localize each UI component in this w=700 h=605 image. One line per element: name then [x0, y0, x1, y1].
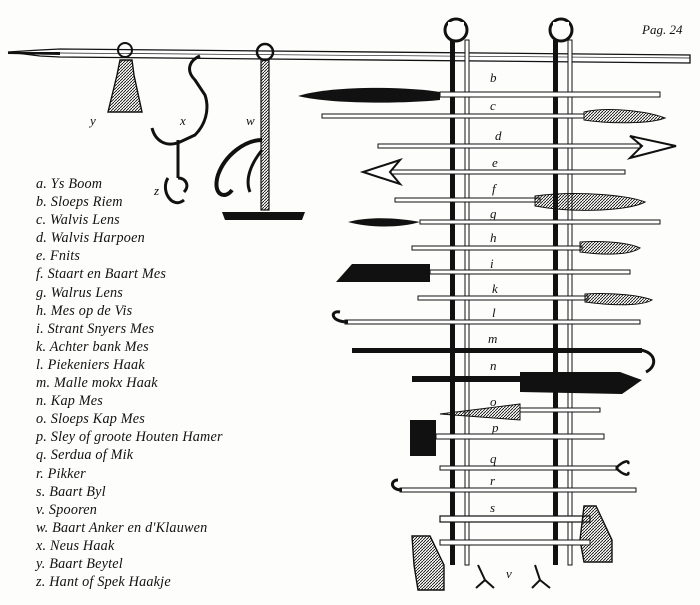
figure-letter-y: y	[90, 113, 96, 128]
figure-letter-p: p	[492, 420, 499, 435]
legend-item: b. Sloeps Riem	[36, 194, 123, 211]
legend-item: f. Staart en Baart Mes	[36, 266, 167, 283]
figure-letter-x: x	[180, 113, 186, 128]
figure-letter-o: o	[490, 394, 497, 409]
tool-wooden-mallet	[410, 420, 605, 456]
figure-letter-r: r	[490, 473, 496, 488]
tool-aft-bench-knife	[417, 292, 654, 306]
legend-item: r. Pikker	[36, 465, 86, 482]
page-number: Pag. 24	[642, 22, 683, 37]
legend-item: v. Spooren	[36, 501, 98, 518]
legend-item: w. Baart Anker en d'Klauwen	[36, 519, 208, 536]
figure-letter-c: c	[490, 98, 496, 113]
legend-item: s. Baart Byl	[36, 483, 106, 500]
legend-item: o. Sloeps Kap Mes	[36, 411, 146, 428]
legend-item: e. Fnits	[36, 248, 81, 265]
legend-item: c. Walvis Lens	[36, 212, 120, 229]
legend-item: n. Kap Mes	[36, 393, 104, 410]
legend-item: y. Baart Beytel	[36, 555, 123, 572]
tool-rack	[443, 17, 574, 566]
figure-letter-i: i	[490, 256, 494, 271]
legend-item: q. Serdua of Mik	[36, 447, 134, 464]
nose-hook	[150, 54, 209, 204]
figure-letter-l: l	[492, 305, 496, 320]
tool-beach-cutter-knife	[336, 264, 631, 282]
figure-letter-g: g	[490, 206, 497, 221]
figure-letter-n: n	[490, 358, 497, 373]
figure-letter-d: d	[495, 128, 502, 143]
figure-letter-b: b	[490, 70, 497, 85]
figure-letter-k: k	[492, 281, 498, 296]
legend-item: x. Neus Haak	[36, 537, 115, 554]
legend-item: i. Strant Snyers Mes	[36, 320, 155, 337]
tool-bottom-hatchet	[411, 535, 591, 591]
tool-mollymawk-hook	[352, 348, 656, 374]
figure-letter-m: m	[488, 331, 498, 346]
beard-anchor	[214, 42, 305, 220]
tool-fish-knife	[411, 241, 641, 255]
legend-item: l. Piekeniers Haak	[36, 356, 145, 373]
figure-letter-z: z	[154, 183, 160, 198]
figure-letter-w: w	[246, 113, 255, 128]
tool-chop-knife	[412, 372, 642, 394]
tool-sloop-chop-knife	[439, 403, 601, 421]
figure-letter-e: e	[492, 155, 498, 170]
figure-letter-v: v	[506, 566, 512, 581]
ice-pole	[7, 48, 691, 64]
tool-whale-harpoon	[377, 135, 677, 160]
tool-walrus-lance	[348, 218, 661, 227]
legend-item: h. Mes op de Vis	[36, 302, 133, 319]
legend-item: p. Sley of groote Houten Hamer	[36, 429, 223, 446]
legend-item: g. Walrus Lens	[36, 284, 124, 301]
tool-picker	[391, 478, 637, 493]
figure-letter-s: s	[490, 500, 496, 515]
tool-tail-knife	[394, 193, 647, 211]
legend-item: m. Malle mokx Haak	[36, 375, 158, 392]
tool-legend: a. Ys Boom b. Sloeps Riem c. Walvis Lens…	[36, 175, 223, 591]
beard-chisel	[107, 42, 143, 113]
tool-whale-lance	[321, 109, 667, 124]
tool-fnits	[359, 157, 626, 187]
tool-serdua-fork	[439, 460, 630, 476]
figure-letter-q: q	[490, 451, 497, 466]
tool-beard-axe	[439, 505, 613, 563]
tool-spurs	[475, 564, 551, 589]
figure-letter-f: f	[492, 181, 496, 196]
figure-letter-h: h	[490, 230, 497, 245]
legend-item: k. Achter bank Mes	[36, 338, 149, 355]
tool-sloop-oar	[298, 87, 661, 103]
legend-item: z. Hant of Spek Haakje	[36, 574, 171, 591]
legend-item: a. Ys Boom	[36, 176, 103, 192]
tool-pikemen-hook	[331, 310, 641, 325]
legend-item: d. Walvis Harpoen	[36, 230, 145, 247]
